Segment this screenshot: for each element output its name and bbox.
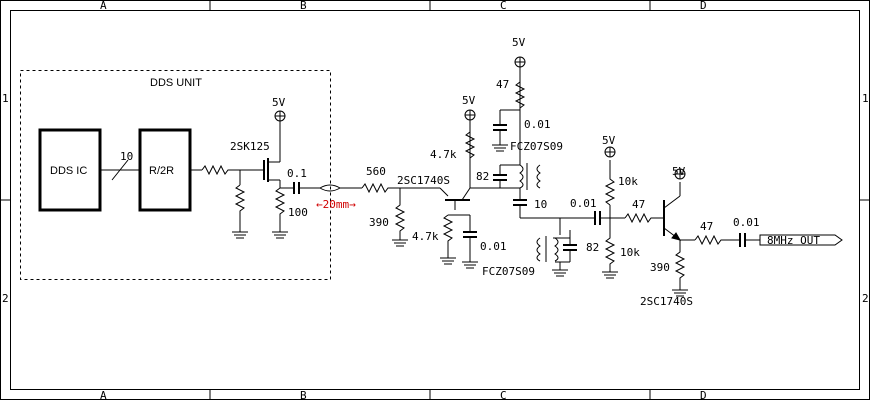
resistor-label: 390 (369, 216, 389, 229)
resistor-label: 47 (632, 198, 645, 211)
fet-label: 2SK125 (230, 140, 270, 153)
resistor-label: 100 (288, 206, 308, 219)
row-label: 2 (2, 292, 9, 305)
resistor (674, 240, 686, 290)
cap-label: 10 (534, 198, 547, 211)
output-terminal (759, 234, 843, 246)
supply-label: 5V (512, 36, 526, 49)
supply-label: 5V (272, 96, 286, 109)
resistor (201, 164, 240, 176)
col-label: D (700, 389, 707, 400)
cap-label: 82 (476, 170, 489, 183)
emitter-arrow (671, 232, 682, 241)
resistor-label: 560 (366, 165, 386, 178)
resistor (624, 212, 664, 224)
resistor (361, 182, 400, 194)
col-label: A (100, 389, 107, 400)
supply-label: 5V (672, 165, 686, 178)
coil-secondary (536, 164, 541, 189)
coil-label: FCZ07S09 (482, 265, 535, 278)
tr2-label: 2SC1740S (640, 295, 693, 308)
col-label: D (700, 0, 707, 12)
col-label: C (500, 0, 507, 12)
resistor-label: 390 (650, 261, 670, 274)
resistor-label: 4.7k (412, 230, 439, 243)
cap-label: 0.1 (287, 167, 307, 180)
resistor (604, 160, 616, 206)
row-label: 1 (862, 92, 869, 105)
resistor (464, 131, 476, 170)
supply-label: 5V (602, 134, 616, 147)
coil-primary (519, 164, 524, 189)
coil-secondary (554, 237, 559, 262)
cap-label: 0.01 (570, 197, 597, 210)
r2r-label: R/2R (149, 165, 174, 177)
resistor-label: 4.7k (430, 148, 457, 161)
dds-unit (20, 70, 331, 280)
resistor-label: 10k (620, 246, 640, 259)
dds-unit-title: DDS UNIT (150, 77, 202, 89)
resistor (514, 81, 526, 110)
resistor-label: 47 (496, 78, 509, 91)
cap-label: 0.01 (733, 216, 760, 229)
resistor-label: 47 (700, 220, 713, 233)
supply-label: 5V (462, 94, 476, 107)
resistor-label: 10k (618, 175, 638, 188)
col-label: C (500, 389, 507, 400)
col-label: B (300, 0, 307, 12)
output-label: 8MHz OUT (767, 234, 820, 247)
cap-label: 82 (586, 241, 599, 254)
coil-label: FCZ07S09 (510, 140, 563, 153)
resistor (604, 218, 616, 272)
row-label: 2 (862, 292, 869, 305)
coil-primary (536, 237, 541, 262)
row-label: 1 (2, 92, 9, 105)
resistor (234, 184, 246, 232)
resistor (274, 187, 286, 232)
cap-label: 0.01 (524, 118, 551, 131)
resistor (394, 188, 406, 240)
bus-width-label: 10 (120, 150, 133, 163)
tr1-label: 2SC1740S (397, 174, 450, 187)
resistor (442, 214, 454, 258)
resistor (694, 234, 740, 246)
cap-label: 0.01 (480, 240, 507, 253)
dds-ic-label: DDS IC (50, 165, 87, 177)
cable-note: ←20mm→ (316, 198, 356, 211)
col-label: B (300, 389, 307, 400)
component-labels: 5V 2SK125 0.1 100 ←20mm→ 560 390 2SC1740… (230, 36, 820, 308)
col-label: A (100, 0, 107, 12)
